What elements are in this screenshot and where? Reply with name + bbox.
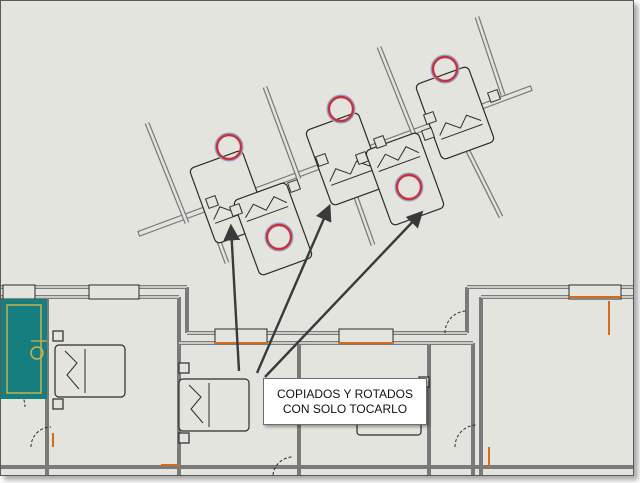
- callout-line-2: CON SOLO TOCARLO: [282, 401, 408, 416]
- teal-block: [1, 299, 47, 399]
- original-bed-left: [52, 330, 126, 410]
- callout-line-1: COPIADOS Y ROTADOS: [276, 386, 414, 401]
- spine-markers: [204, 88, 502, 218]
- rotated-bed-3: [415, 66, 495, 160]
- callout-box: COPIADOS Y ROTADOS CON SOLO TOCARLO: [263, 378, 427, 425]
- arrow-icon: [223, 203, 424, 378]
- rotated-bed-4: [233, 182, 313, 276]
- floor-plan: [1, 16, 633, 475]
- windows: [2, 284, 622, 344]
- red-circle-stamp-icon: [214, 54, 460, 252]
- original-bed-center: [178, 362, 250, 444]
- door-accents: [52, 296, 621, 467]
- drawing-frame: COPIADOS Y ROTADOS CON SOLO TOCARLO: [0, 0, 634, 476]
- door-swings: [1, 310, 478, 475]
